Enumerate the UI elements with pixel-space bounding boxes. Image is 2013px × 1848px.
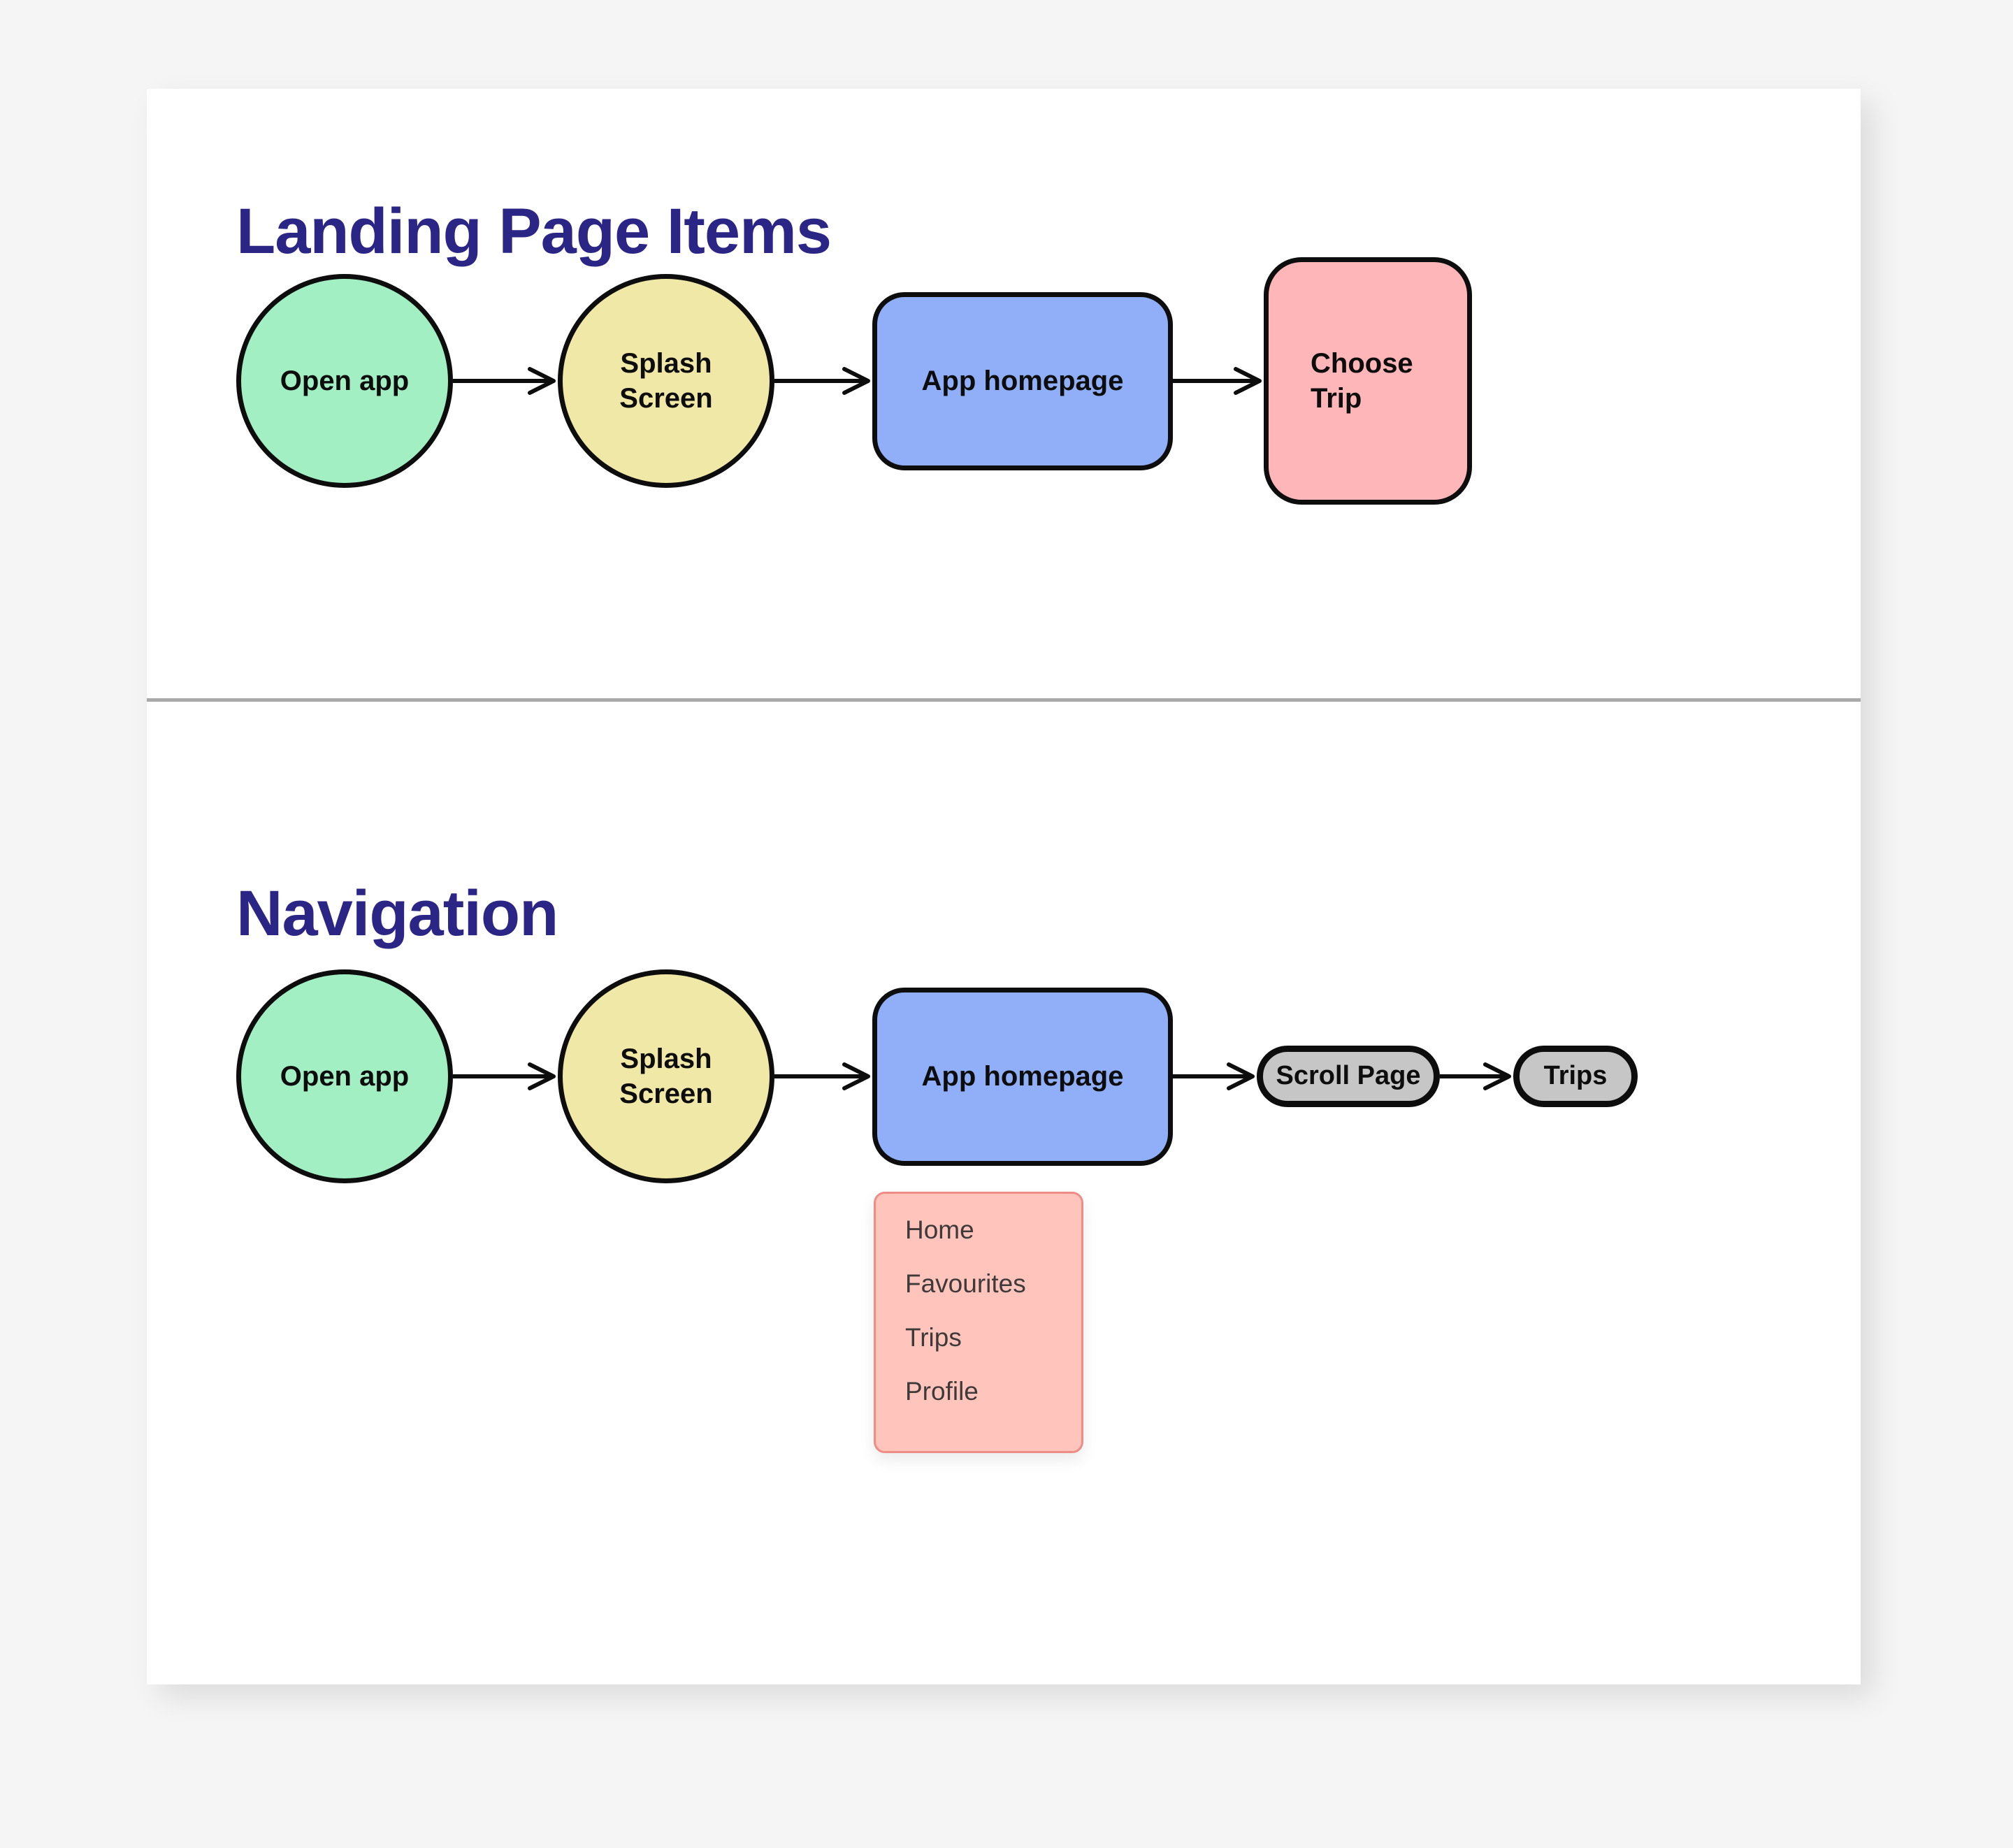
node-label: Trips bbox=[1543, 1061, 1608, 1091]
flow-arrow bbox=[1173, 1062, 1255, 1090]
node-label: Open app bbox=[280, 1061, 410, 1092]
node-label: Scroll Page bbox=[1276, 1061, 1421, 1091]
flow-row-navigation: Open app Splash Screen App homepage Scro… bbox=[236, 968, 1638, 1185]
node-label: Splash Screen bbox=[619, 1044, 713, 1109]
node-choose-trip[interactable]: Choose Trip bbox=[1264, 257, 1472, 505]
node-app-homepage[interactable]: App homepage bbox=[872, 291, 1173, 470]
section-title-landing-page-items: Landing Page Items bbox=[236, 196, 832, 267]
node-label: App homepage bbox=[921, 1061, 1124, 1092]
nav-menu[interactable]: Home Favourites Trips Profile bbox=[874, 1192, 1083, 1453]
node-label: Splash Screen bbox=[619, 348, 713, 414]
diagram-panel: Landing Page Items Open app Splash Scree… bbox=[147, 89, 1861, 1684]
flow-row-landing: Open app Splash Screen App homepage Choo… bbox=[236, 255, 1472, 507]
flow-arrow bbox=[453, 367, 556, 395]
flow-arrow bbox=[774, 367, 870, 395]
node-splash-screen[interactable]: Splash Screen bbox=[558, 274, 774, 488]
node-trips[interactable]: Trips bbox=[1513, 1046, 1638, 1107]
node-open-app[interactable]: Open app bbox=[236, 969, 453, 1183]
node-label: Choose Trip bbox=[1311, 348, 1413, 414]
nav-menu-item-favourites: Favourites bbox=[905, 1269, 1026, 1298]
section-title-navigation: Navigation bbox=[236, 878, 558, 949]
node-splash-screen[interactable]: Splash Screen bbox=[558, 969, 774, 1183]
node-open-app[interactable]: Open app bbox=[236, 274, 453, 488]
flow-arrow bbox=[774, 1062, 870, 1090]
flow-arrow bbox=[1173, 367, 1262, 395]
node-label: Open app bbox=[280, 366, 410, 396]
node-label: App homepage bbox=[921, 366, 1124, 396]
section-divider bbox=[147, 698, 1861, 702]
nav-menu-item-trips: Trips bbox=[905, 1323, 962, 1352]
flow-arrow bbox=[453, 1062, 556, 1090]
node-app-homepage[interactable]: App homepage bbox=[872, 987, 1173, 1166]
flow-arrow bbox=[1440, 1062, 1511, 1090]
nav-menu-item-home: Home bbox=[905, 1215, 974, 1244]
node-scroll-page[interactable]: Scroll Page bbox=[1257, 1046, 1440, 1107]
nav-menu-item-profile: Profile bbox=[905, 1377, 979, 1406]
